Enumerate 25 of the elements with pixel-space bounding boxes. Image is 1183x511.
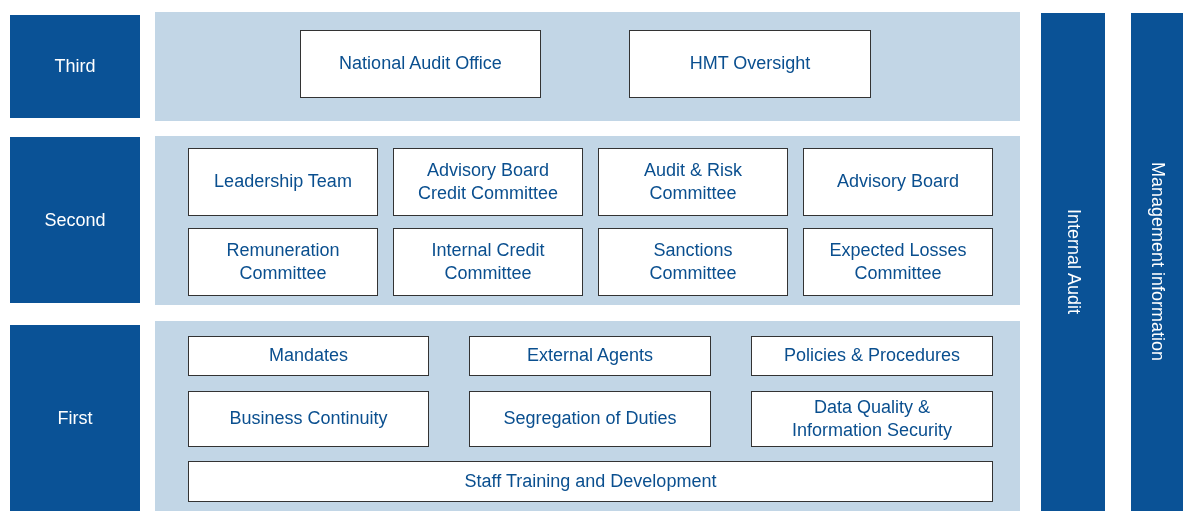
oversight-box: HMT Oversight [629,30,871,98]
layer-label: First [10,325,140,511]
layer-label: Third [10,15,140,118]
committee-box: Expected Losses Committee [803,228,993,296]
side-bar: Internal Audit [1041,13,1105,511]
side-bar: Management information [1131,13,1183,511]
layer-panel [155,12,1020,121]
committee-box: Sanctions Committee [598,228,788,296]
committee-box: Leadership Team [188,148,378,216]
oversight-box: National Audit Office [300,30,541,98]
control-box: Business Continuity [188,391,429,447]
control-box: Mandates [188,336,429,376]
layer-label: Second [10,137,140,303]
layer-panel [155,321,1020,511]
control-box: External Agents [469,336,711,376]
control-box: Data Quality & Information Security [751,391,993,447]
committee-box: Audit & Risk Committee [598,148,788,216]
control-box: Segregation of Duties [469,391,711,447]
committee-box: Advisory Board [803,148,993,216]
control-box: Policies & Procedures [751,336,993,376]
committee-box: Advisory Board Credit Committee [393,148,583,216]
layer-panel [155,136,1020,305]
committee-box: Internal Credit Committee [393,228,583,296]
control-box: Staff Training and Development [188,461,993,502]
committee-box: Remuneration Committee [188,228,378,296]
